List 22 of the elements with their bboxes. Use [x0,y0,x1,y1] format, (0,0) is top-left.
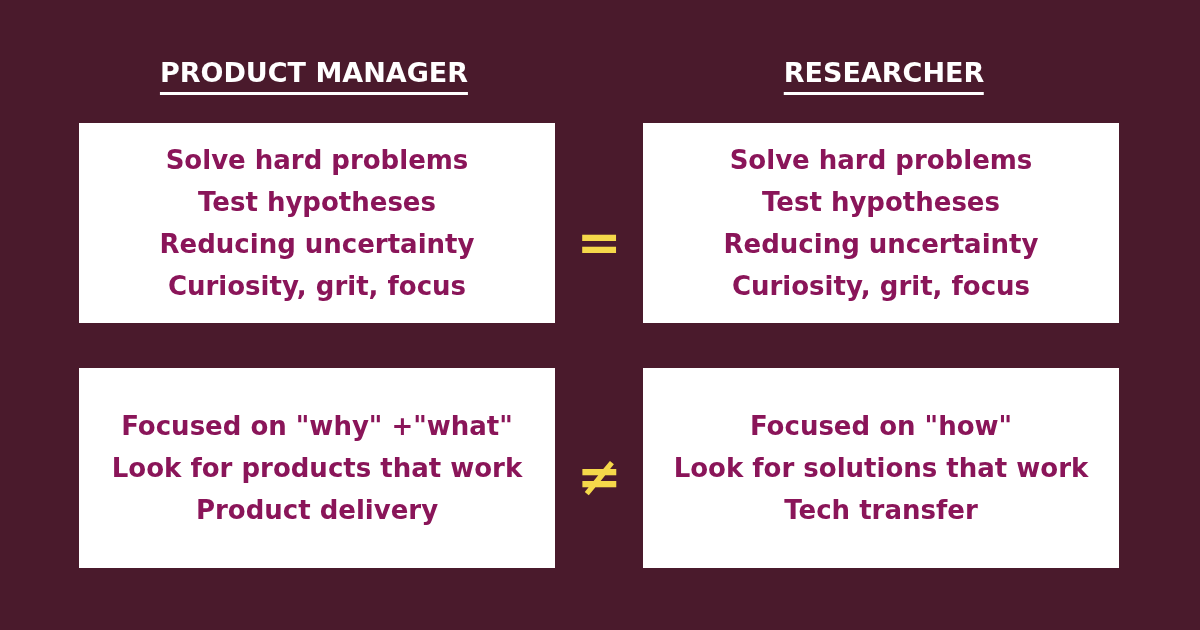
not-equals-sign: ≠ [576,450,622,504]
trait-text: Look for products that work [111,452,523,485]
comparison-card [79,123,555,323]
column-heading: RESEARCHER [783,56,985,95]
equals-sign: = [576,216,622,270]
trait-text: Solve hard problems [729,144,1033,177]
trait-text: Test hypotheses [198,186,436,219]
trait-text: Curiosity, grit, focus [731,270,1031,303]
comparison-card [79,368,555,568]
comparison-card [643,123,1119,323]
trait-text: Reducing uncertainty [159,228,475,261]
comparison-card [643,368,1119,568]
trait-text: Test hypotheses [762,186,1000,219]
trait-text: Tech transfer [784,494,978,527]
trait-text: Focused on "why" +"what" [121,410,513,443]
trait-text: Curiosity, grit, focus [167,270,467,303]
column-heading: PRODUCT MANAGER [159,56,469,95]
trait-text: Focused on "how" [749,410,1013,443]
trait-text: Product delivery [195,494,439,527]
trait-text: Reducing uncertainty [723,228,1039,261]
trait-text: Solve hard problems [165,144,469,177]
trait-text: Look for solutions that work [673,452,1089,485]
